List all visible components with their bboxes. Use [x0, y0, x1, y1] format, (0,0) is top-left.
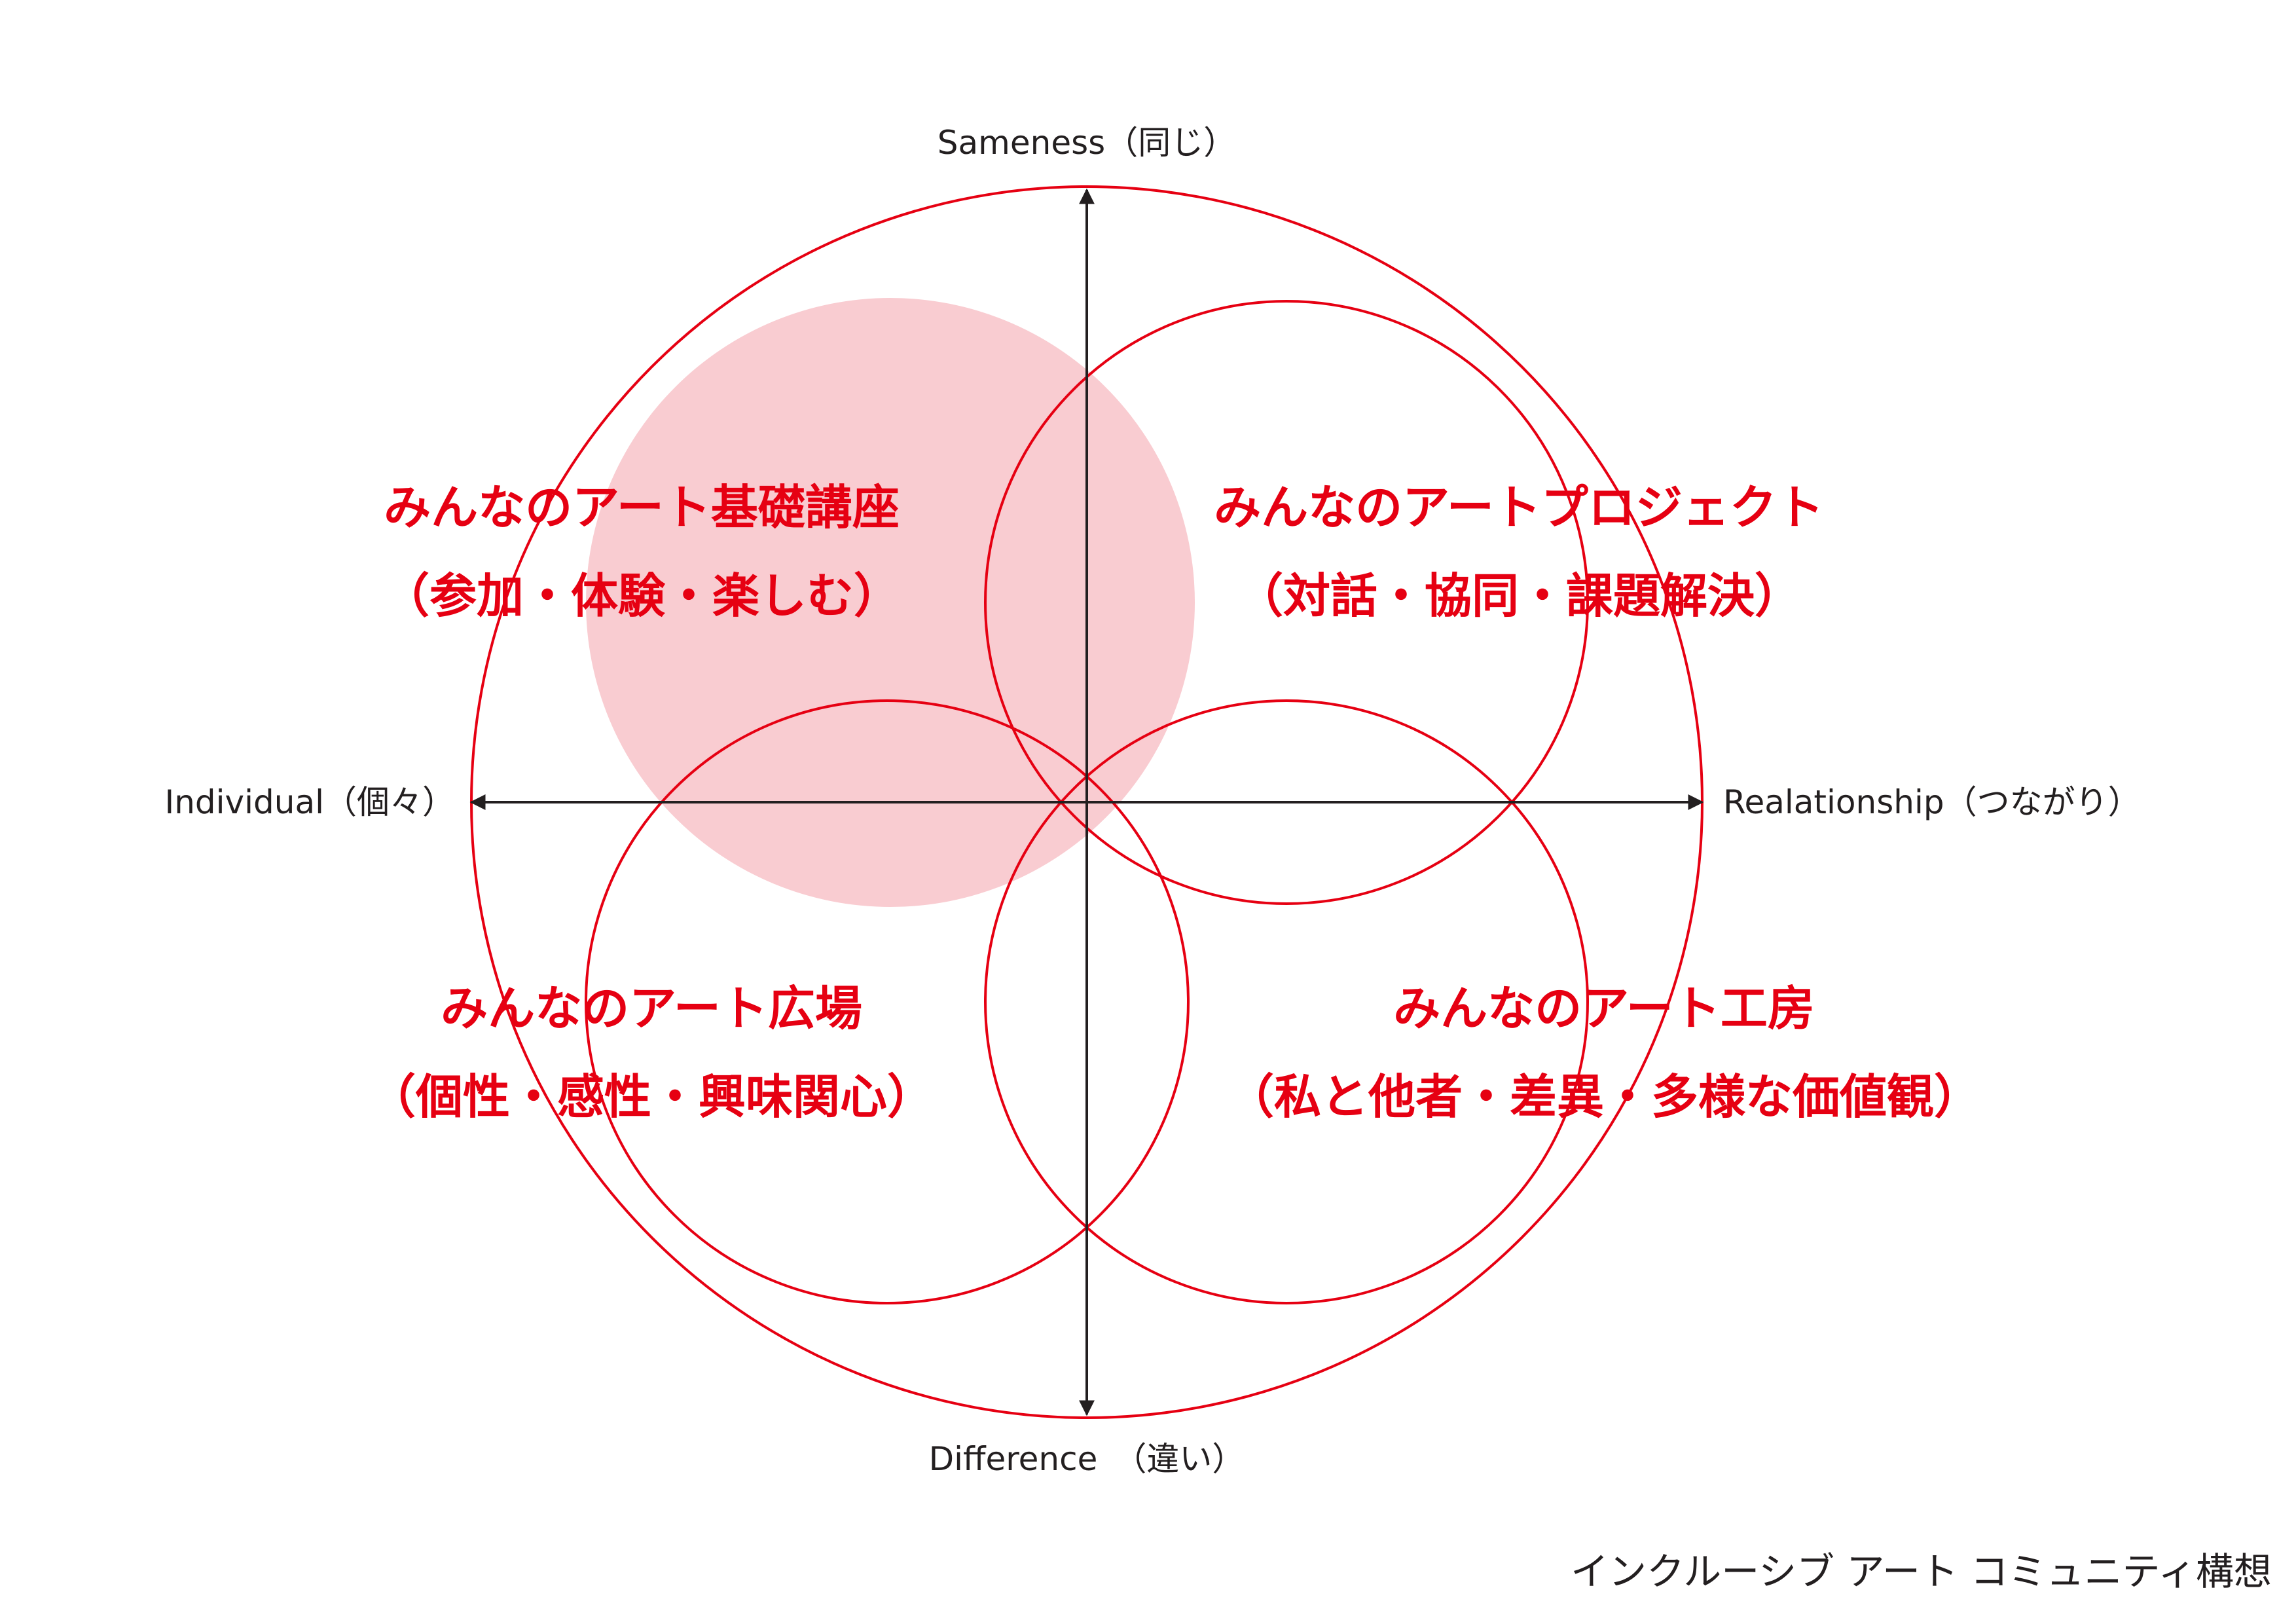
axis-label-bottom: Difference （違い） — [929, 1440, 1245, 1478]
axis-label-right: Realationship（つながり） — [1723, 783, 2141, 821]
zone-top-left-title: みんなのアート基礎講座 — [384, 480, 900, 535]
circle-bottom-left — [585, 699, 1190, 1304]
zone-bottom-left-subtitle: （個性・感性・興味関心） — [369, 1069, 934, 1124]
zone-bottom-right-subtitle: （私と他者・差異・多様な価値観） — [1227, 1069, 1981, 1124]
zone-bottom-right-title: みんなのアート工房 — [1393, 981, 1815, 1036]
circle-bottom-right — [984, 699, 1589, 1304]
footer-caption: インクルーシブ アート コミュニティ構想 — [1571, 1549, 2272, 1594]
circle-top-right — [984, 300, 1589, 905]
zone-bottom-left-title: みんなのアート広場 — [441, 981, 862, 1036]
axis-label-left: Individual（個々） — [164, 783, 455, 821]
zone-top-left-subtitle: （参加・体験・楽しむ） — [382, 568, 901, 623]
highlight-circle-top-left — [586, 298, 1195, 907]
zone-top-right-subtitle: （対話・協同・課題解決） — [1236, 568, 1802, 623]
axis-label-top: Sameness（同じ） — [938, 124, 1236, 162]
zone-top-right-title: みんなのアートプロジェクト — [1214, 480, 1824, 535]
